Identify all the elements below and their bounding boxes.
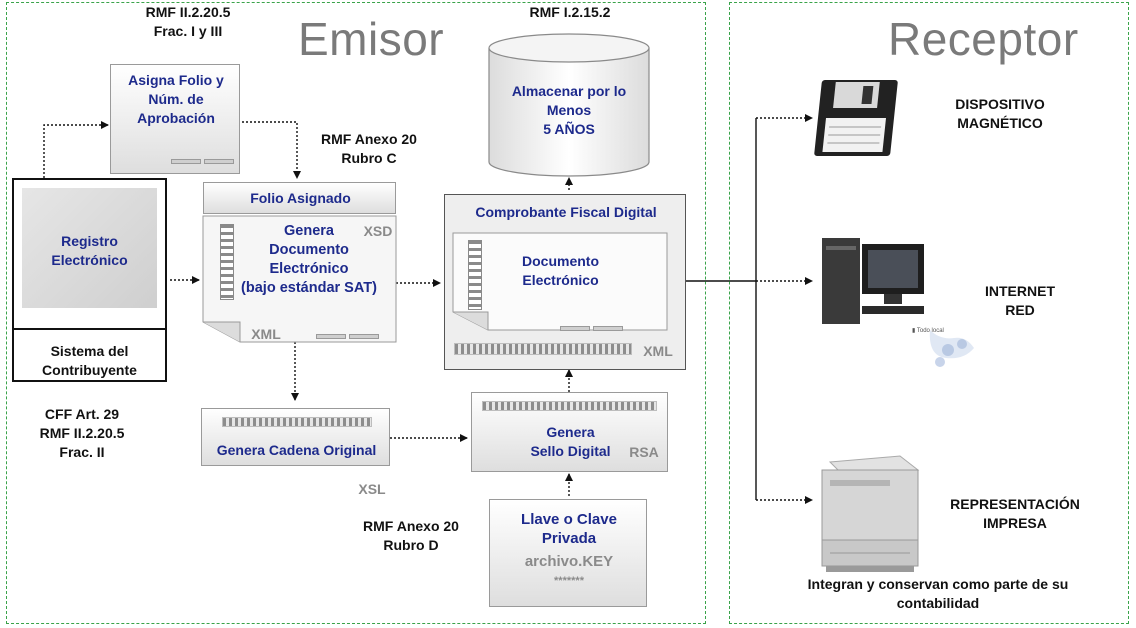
xml-doc-label: XML — [251, 326, 281, 342]
registro-panel — [22, 188, 157, 308]
rsa-label: RSA — [629, 444, 659, 460]
receptor-region — [729, 2, 1129, 624]
archivo-key-label: archivo.KEY — [524, 553, 614, 570]
cadena-stripe — [222, 417, 372, 427]
arrow-registro-to-folio — [43, 121, 109, 178]
asigna-folio-bars — [171, 151, 237, 164]
sistema-divider — [12, 328, 167, 336]
cadena-label: Genera Cadena Original — [216, 442, 377, 458]
cadena-box: Genera Cadena Original — [201, 408, 390, 466]
folio-asignado-box: Folio Asignado — [203, 182, 396, 214]
ref-rmf-i-2-15-2: RMF I.2.15.2 — [529, 4, 611, 20]
xsd-label: XSD — [363, 223, 393, 239]
cfd-bars — [560, 318, 626, 331]
genera-doc-bars — [316, 326, 382, 339]
xml-cfd-label: XML — [643, 343, 673, 359]
arrow-folio-to-genera — [238, 121, 301, 179]
cfd-glyphs — [468, 240, 482, 310]
sello-stripe — [482, 401, 657, 411]
emisor-title: Emisor — [298, 13, 445, 65]
receptor-title: Receptor — [888, 13, 1079, 65]
cfd-title: Comprobante Fiscal Digital — [475, 204, 657, 220]
emisor-region — [6, 2, 706, 624]
xsl-label: XSL — [358, 481, 386, 497]
cfd-stripe — [454, 343, 632, 355]
folio-asignado-label: Folio Asignado — [250, 190, 351, 206]
asterisks-label: ******* — [554, 575, 584, 587]
genera-doc-glyphs — [220, 224, 234, 300]
